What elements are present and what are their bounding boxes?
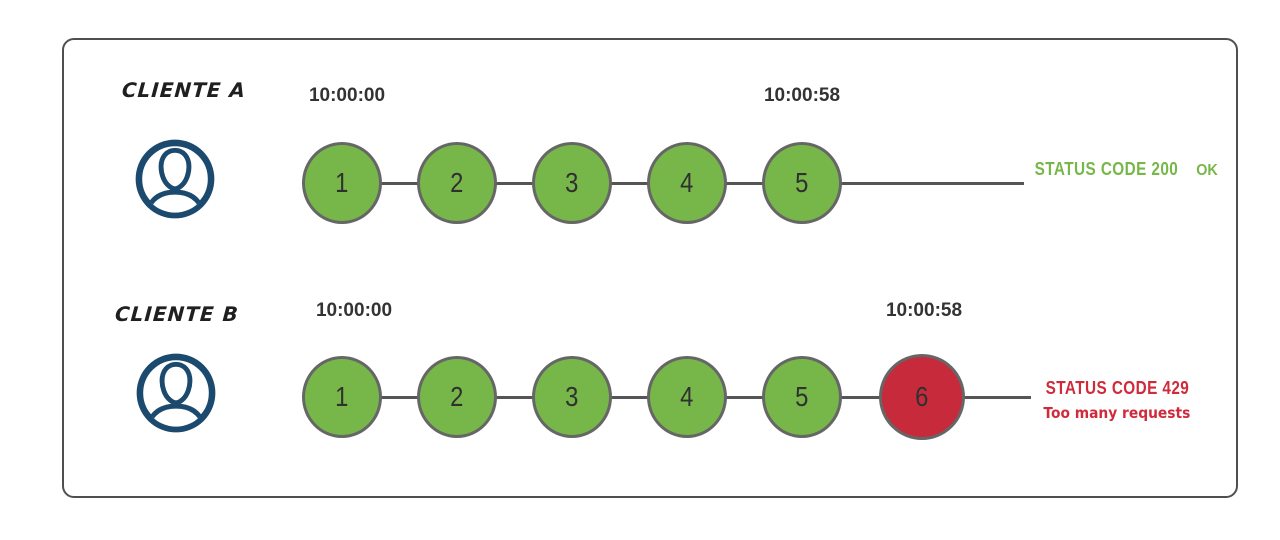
row-a-status: STATUS CODE 200 OK <box>1022 159 1218 181</box>
request-number: 3 <box>565 167 579 198</box>
row-b-status: STATUS CODE 429 Too many requests <box>1022 378 1212 424</box>
request-circle: 4 <box>647 142 727 224</box>
request-circle: 1 <box>302 356 382 438</box>
request-number: 2 <box>450 167 464 198</box>
request-number: 3 <box>565 381 579 412</box>
status-code-text: STATUS CODE 200 <box>1034 159 1179 179</box>
status-detail-text: OK <box>1196 162 1219 179</box>
client-a-label: CLIENTE A <box>121 78 247 102</box>
status-detail-text: Too many requests <box>1043 404 1191 422</box>
request-circle: 4 <box>647 356 727 438</box>
row-b-end-time: 10:00:58 <box>885 300 963 321</box>
request-number: 4 <box>680 381 694 412</box>
request-number: 2 <box>450 381 464 412</box>
request-number: 5 <box>795 381 809 412</box>
request-number: 5 <box>795 167 809 198</box>
request-circle: 3 <box>532 356 612 438</box>
request-circle: 2 <box>417 142 497 224</box>
request-circle: 5 <box>762 356 842 438</box>
request-circle-blocked: 6 <box>879 354 965 440</box>
request-number: 1 <box>335 381 349 412</box>
request-number: 1 <box>335 167 349 198</box>
request-number: 6 <box>915 381 929 412</box>
request-number: 4 <box>680 167 694 198</box>
row-a-start-time: 10:00:00 <box>308 85 386 106</box>
status-code-text: STATUS CODE 429 <box>1045 378 1189 398</box>
client-b-label: CLIENTE B <box>114 302 240 326</box>
row-b-start-time: 10:00:00 <box>315 300 393 321</box>
diagram-frame: CLIENTE A 10:00:00 10:00:58 1 2 3 4 <box>62 38 1238 498</box>
request-circle: 5 <box>762 142 842 224</box>
request-circle: 1 <box>302 142 382 224</box>
request-circle: 3 <box>532 142 612 224</box>
row-a-end-time: 10:00:58 <box>763 85 841 106</box>
request-circle: 2 <box>417 356 497 438</box>
user-icon <box>135 352 217 434</box>
user-icon <box>134 138 216 220</box>
